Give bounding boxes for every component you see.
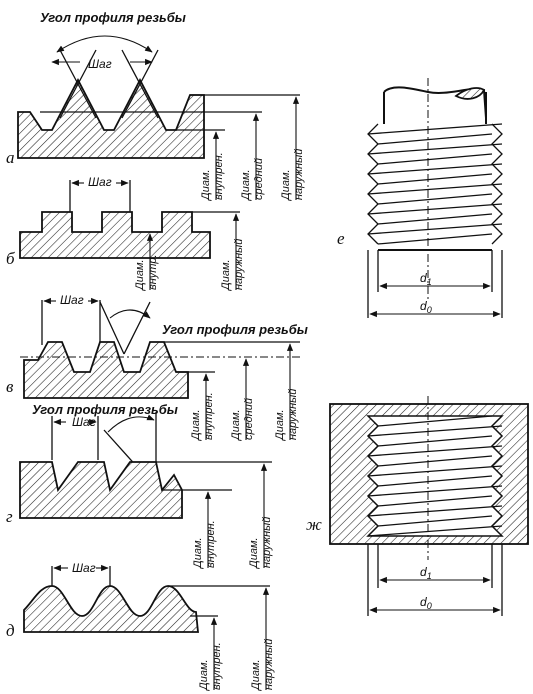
thread-body-a bbox=[17, 78, 205, 159]
pitch-label-a: Шаг bbox=[88, 57, 112, 71]
diam-label-a2: Диам. bbox=[240, 169, 252, 202]
middle-label-v: средний bbox=[243, 398, 255, 440]
diam-label-a1: Диам. bbox=[200, 169, 212, 202]
diam-label-d2: Диам. bbox=[250, 659, 262, 692]
panel-letter-b: б bbox=[6, 249, 15, 268]
d0-label-zh: d0 bbox=[420, 595, 432, 611]
thread-right-profile-e bbox=[491, 123, 503, 245]
thread-roots-zh bbox=[367, 425, 503, 537]
pitch-label-v: Шаг bbox=[60, 293, 84, 307]
outer-label-a: наружный bbox=[293, 149, 305, 200]
inner-label-a: внутрен. bbox=[213, 152, 225, 200]
diam-label-d1: Диам. bbox=[198, 659, 210, 692]
panel-letter-v: в bbox=[6, 377, 14, 396]
outer-label-b: наружный bbox=[233, 239, 245, 290]
thread-left-profile-e bbox=[367, 123, 379, 245]
panel-a-triangular-thread: Угол профиля резьбы Шаг Диам. внутрен. Д… bbox=[6, 10, 305, 202]
thread-body-d bbox=[23, 585, 199, 633]
panel-zh-internal-thread: d1 d0 ж bbox=[306, 396, 529, 616]
diam-label-v2: Диам. bbox=[230, 409, 242, 442]
profile-angle-label-g: Угол профиля резьбы bbox=[32, 402, 178, 417]
diam-label-v1: Диам. bbox=[190, 409, 202, 442]
thread-body-b bbox=[19, 211, 211, 259]
panel-letter-a: а bbox=[6, 148, 15, 167]
diam-label-g1: Диам. bbox=[192, 537, 204, 570]
inner-label-b: внутр. bbox=[147, 254, 159, 290]
outer-label-d: наружный bbox=[263, 639, 275, 690]
middle-label-a: средний bbox=[253, 158, 265, 200]
angle-flank-left-v bbox=[99, 301, 125, 355]
thread-body-v bbox=[23, 341, 189, 399]
panel-letter-e: е bbox=[337, 229, 345, 248]
diam-label-b1: Диам. bbox=[134, 259, 146, 292]
thread-crests-zh bbox=[377, 415, 493, 527]
d1-label-e: d1 bbox=[420, 271, 432, 287]
panel-v-trapezoidal-thread: Шаг Угол профиля резьбы Диам. внутрен. Д… bbox=[6, 293, 308, 442]
shank-cut-e bbox=[454, 87, 486, 100]
pitch-label-b: Шаг bbox=[88, 175, 112, 189]
profile-angle-arc-a bbox=[56, 35, 153, 53]
flank-line-a2 bbox=[59, 49, 97, 119]
thread-bore-zh bbox=[366, 415, 504, 537]
diam-label-b2: Диам. bbox=[220, 259, 232, 292]
diam-label-a3: Диам. bbox=[280, 169, 292, 202]
panel-d-round-thread: Шаг Диам. внутрен. Диам. наружный д bbox=[6, 561, 275, 692]
pitch-label-g: Шаг bbox=[72, 415, 96, 429]
profile-angle-label-v: Угол профиля резьбы bbox=[162, 322, 308, 337]
profile-angle-arc-v bbox=[109, 309, 151, 319]
profile-angle-label-a: Угол профиля резьбы bbox=[40, 10, 186, 25]
thread-body-g bbox=[19, 461, 183, 519]
inner-label-g: внутрен. bbox=[205, 520, 217, 568]
panel-e-external-thread: d1 d0 е bbox=[337, 78, 503, 318]
inner-label-v: внутрен. bbox=[203, 392, 215, 440]
d0-label-e: d0 bbox=[420, 299, 432, 315]
outer-label-g: наружный bbox=[261, 517, 273, 568]
panel-b-square-thread: Шаг Диам. внутр. Диам. наружный б bbox=[6, 175, 245, 292]
diam-label-g2: Диам. bbox=[248, 537, 260, 570]
panel-letter-d: д bbox=[6, 621, 15, 640]
flank-line-a4 bbox=[121, 49, 159, 119]
profile-angle-arc-g bbox=[107, 414, 155, 433]
pitch-label-d: Шаг bbox=[72, 561, 96, 575]
panel-letter-zh: ж bbox=[306, 515, 322, 534]
thread-roots-e bbox=[377, 133, 493, 245]
angle-flank-right-v bbox=[123, 301, 151, 355]
panel-g-buttress-thread: Угол профиля резьбы Шаг Диам. внутрен. Д… bbox=[6, 402, 273, 570]
panel-letter-g: г bbox=[6, 507, 13, 526]
diam-label-v3: Диам. bbox=[274, 409, 286, 442]
thread-crests-e bbox=[367, 123, 503, 235]
outer-label-v: наружный bbox=[287, 389, 299, 440]
d1-label-zh: d1 bbox=[420, 565, 432, 581]
inner-label-d: внутрен. bbox=[211, 642, 223, 690]
